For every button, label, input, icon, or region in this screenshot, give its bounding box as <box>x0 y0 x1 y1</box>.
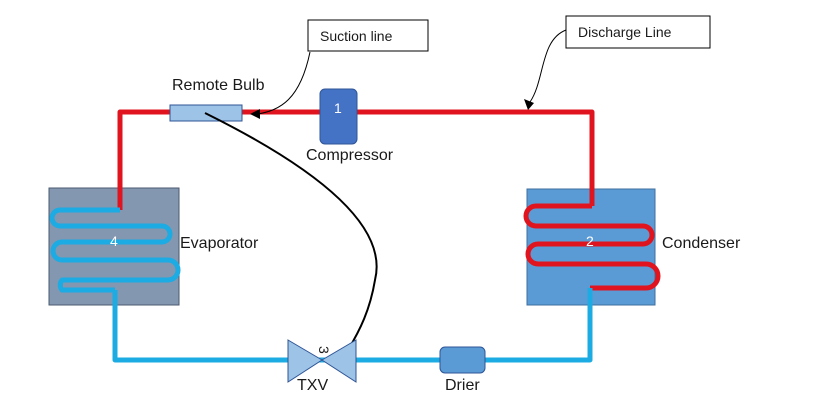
compressor-icon <box>319 88 358 145</box>
discharge-line-arrowhead <box>524 99 534 110</box>
condenser-label: Condenser <box>662 235 741 252</box>
txv-number: 3 <box>316 346 332 354</box>
discharge-line-callout-box <box>565 15 711 49</box>
suction-line-arrowhead <box>250 109 260 119</box>
txv-valve-icon-right <box>321 339 357 383</box>
suction-line-callout-text: Suction line <box>320 28 393 44</box>
evaporator-label: Evaporator <box>180 235 259 252</box>
evaporator-coil <box>49 207 181 293</box>
condenser-coil <box>523 203 661 291</box>
drier-icon <box>439 346 486 374</box>
suction-line-callout-box <box>307 19 429 52</box>
discharge-line-callout-text: Discharge Line <box>578 24 672 40</box>
suction-line-callout-pointer <box>257 51 311 115</box>
evaporator-number: 4 <box>110 233 118 249</box>
txv-label: TXV <box>297 377 328 394</box>
compressor-label: Compressor <box>306 147 394 164</box>
txv-valve-icon <box>287 339 323 383</box>
condenser-number: 2 <box>586 233 594 249</box>
discharge-line-callout-pointer <box>529 29 567 103</box>
compressor-number: 1 <box>334 100 342 116</box>
capillary-tube <box>204 112 378 351</box>
drier-label: Drier <box>445 377 480 394</box>
remote-bulb-label: Remote Bulb <box>172 77 265 94</box>
